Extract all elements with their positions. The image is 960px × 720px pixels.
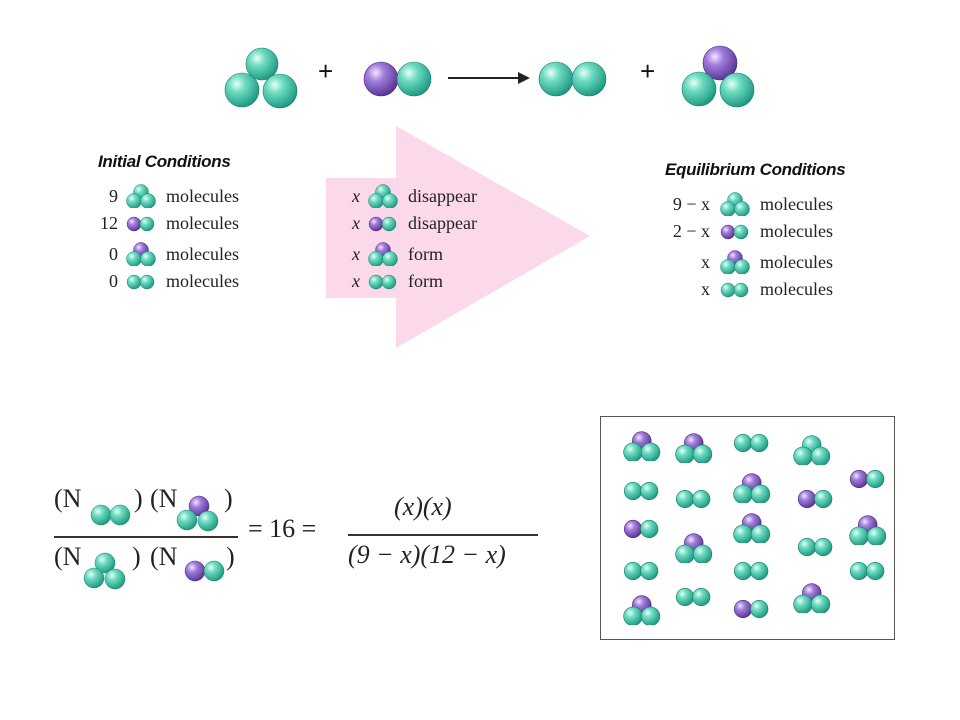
count-value: 9 − x [672, 193, 710, 214]
row-label: molecules [760, 221, 833, 241]
triatomic-mixed-molecule-icon [675, 533, 713, 563]
diatomic-mixed-molecule-icon [720, 224, 749, 239]
row-label: molecules [166, 213, 239, 233]
initial-condition-row: 0 molecules [92, 271, 239, 292]
diatomic-teal-small-icon [90, 504, 131, 526]
rhs-fraction-bar [348, 534, 538, 536]
diatomic-teal-molecule-icon [720, 282, 749, 297]
count-value: 2 − x [672, 221, 710, 241]
diatomic-teal-molecule-icon [733, 561, 769, 581]
denominator-close-2: ) [226, 542, 235, 571]
triatomic-teal-small-icon [83, 552, 126, 590]
rhs-denominator: (9 − x)(12 − x) [348, 540, 506, 569]
count-value: x [352, 271, 360, 291]
numerator-close-1: ) [134, 484, 143, 513]
initial-condition-row: 12 molecules [92, 213, 239, 234]
diatomic-teal-molecule-icon [797, 537, 833, 557]
triatomic-mixed-molecule-icon [793, 583, 831, 613]
triatomic-mixed-molecule-icon [623, 431, 661, 461]
change-arrow-shape [326, 126, 590, 348]
change-row: x form [338, 271, 443, 292]
row-label: form [408, 243, 443, 264]
diatomic-teal-molecule-icon [675, 587, 711, 607]
diatomic-teal-molecule-icon [733, 433, 769, 453]
count-value: x [352, 185, 360, 206]
diatomic-mixed-molecule-icon [368, 216, 397, 231]
triatomic-mixed-molecule-icon [126, 242, 156, 266]
denominator-close-1: ) [132, 542, 141, 571]
triatomic-mixed-molecule-icon [733, 513, 771, 543]
diatomic-mixed-molecule-icon [733, 599, 769, 619]
diatomic-teal-molecule-icon [538, 61, 607, 97]
diatomic-mixed-small-icon [184, 560, 225, 582]
change-row: x form [338, 242, 443, 266]
change-row: x disappear [338, 213, 477, 234]
triatomic-mixed-molecule-icon [681, 45, 755, 108]
triatomic-teal-molecule-icon [368, 184, 398, 208]
equilibrium-condition-row: 2 − x molecules [648, 221, 833, 242]
triatomic-teal-molecule-icon [126, 184, 156, 208]
denominator-open-2: (N [150, 542, 178, 571]
count-value: 12 [100, 213, 118, 233]
row-label: molecules [166, 185, 239, 206]
fraction-bar [54, 536, 238, 538]
triatomic-mixed-molecule-icon [733, 473, 771, 503]
triatomic-mixed-small-icon [176, 495, 219, 532]
initial-condition-row: 0 molecules [92, 242, 239, 266]
row-label: molecules [166, 243, 239, 264]
plus-sign: + [640, 56, 656, 86]
diatomic-mixed-molecule-icon [126, 216, 155, 231]
numerator-open-2: (N [150, 484, 178, 513]
row-label: molecules [760, 251, 833, 272]
diatomic-teal-molecule-icon [368, 274, 397, 289]
triatomic-teal-molecule-icon [793, 435, 831, 465]
count-value: 9 [109, 185, 118, 206]
diatomic-mixed-molecule-icon [797, 489, 833, 509]
plus-sign: + [318, 56, 334, 86]
triatomic-mixed-molecule-icon [849, 515, 887, 545]
row-label: disappear [408, 185, 477, 206]
diatomic-mixed-molecule-icon [849, 469, 885, 489]
triatomic-mixed-molecule-icon [623, 595, 661, 625]
equilibrium-conditions-heading: Equilibrium Conditions [665, 160, 846, 179]
row-label: disappear [408, 213, 477, 233]
numerator-close-2: ) [224, 484, 233, 513]
diatomic-teal-molecule-icon [623, 561, 659, 581]
rhs-numerator: (x)(x) [394, 492, 452, 521]
diatomic-mixed-molecule-icon [623, 519, 659, 539]
equilibrium-expression: (N ) (N ) (N ) (N ) = 16 = (x)(x) (9 − x… [54, 480, 554, 600]
diatomic-teal-molecule-icon [623, 481, 659, 501]
initial-conditions-heading: Initial Conditions [98, 152, 231, 171]
triatomic-teal-molecule-icon [720, 192, 750, 216]
diatomic-mixed-molecule-icon [363, 61, 432, 97]
count-value: x [352, 213, 360, 233]
reaction-equation: + + [220, 44, 760, 110]
count-value: x [701, 251, 710, 272]
diatomic-teal-molecule-icon [849, 561, 885, 581]
row-label: molecules [760, 193, 833, 214]
row-label: molecules [760, 279, 833, 299]
triatomic-mixed-molecule-icon [368, 242, 398, 266]
diatomic-teal-molecule-icon [126, 274, 155, 289]
row-label: molecules [166, 271, 239, 291]
denominator-open-1: (N [54, 542, 82, 571]
reaction-arrow-icon [448, 72, 530, 84]
count-value: 0 [109, 243, 118, 264]
equilibrium-mixture-box [600, 416, 895, 640]
count-value: 0 [109, 271, 118, 291]
triatomic-mixed-molecule-icon [720, 250, 750, 274]
row-label: form [408, 271, 443, 291]
equals-sixteen: = 16 = [248, 514, 317, 543]
equilibrium-condition-row: x molecules [648, 250, 833, 274]
diatomic-teal-molecule-icon [675, 489, 711, 509]
triatomic-teal-molecule-icon [224, 47, 298, 109]
numerator-open-1: (N [54, 484, 82, 513]
change-row: x disappear [338, 184, 477, 208]
equilibrium-condition-row: x molecules [648, 279, 833, 300]
triatomic-mixed-molecule-icon [675, 433, 713, 463]
count-value: x [701, 279, 710, 299]
initial-condition-row: 9 molecules [92, 184, 239, 208]
count-value: x [352, 243, 360, 264]
equilibrium-condition-row: 9 − x molecules [648, 192, 833, 216]
